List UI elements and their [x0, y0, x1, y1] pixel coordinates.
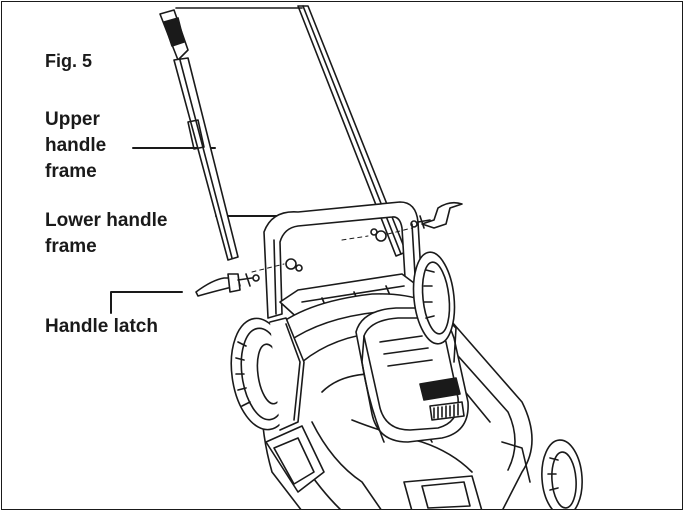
upper-handle-frame	[159, 5, 407, 261]
callout-handle-latch: Handle latch	[45, 316, 158, 337]
callout-upper-line-1: Upper	[45, 109, 100, 130]
wheel-rear-right	[412, 251, 456, 345]
callout-upper-line-2: handle	[45, 135, 107, 156]
handle-latch-right	[410, 201, 463, 229]
figure-label: Fig. 5	[45, 51, 93, 71]
wheel-front-right	[541, 439, 583, 509]
callout-lower-line-2: frame	[45, 236, 97, 257]
mower-front-bumper	[265, 425, 531, 509]
lower-handle-frame	[251, 201, 423, 319]
callout-lower-handle-frame: Lower handle frame	[45, 208, 167, 260]
wheel-rear-left	[230, 317, 305, 431]
handle-latch-leader	[110, 291, 183, 314]
callout-upper-line-3: frame	[45, 161, 97, 182]
handle-latch-left	[195, 273, 260, 297]
callout-lower-line-1: Lower handle	[45, 210, 168, 231]
callout-upper-handle-frame: Upper handle frame	[45, 107, 106, 185]
